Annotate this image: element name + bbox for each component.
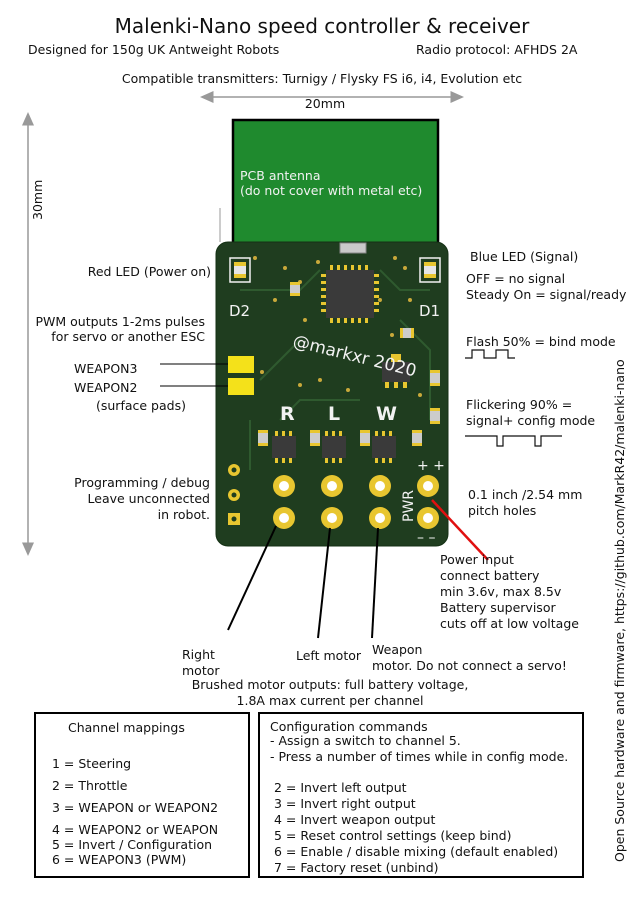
channel-mapping-item: 6 = WEAPON3 (PWM): [52, 852, 187, 867]
red-led-label: Red LED (Power on): [87, 264, 211, 279]
silk-l: L: [328, 403, 340, 425]
led-flicker-line1: Flickering 90% =: [466, 397, 573, 412]
side-note: Open Source hardware and firmware, https…: [612, 359, 627, 862]
channel-mapping-item: 5 = Invert / Configuration: [52, 837, 213, 852]
programming-label-line1: Programming / debug: [74, 475, 210, 490]
subtitle-right: Radio protocol: AFHDS 2A: [416, 42, 578, 57]
motor-driver-chips: [272, 431, 396, 463]
led-steady-state: Steady On = signal/ready: [466, 287, 627, 302]
config-command-item: 5 = Reset control settings (keep bind): [274, 828, 512, 843]
pitch-label-line2: pitch holes: [468, 503, 537, 518]
compatible-transmitters: Compatible transmitters: Turnigy / Flysk…: [121, 71, 523, 86]
config-command-item: 2 = Invert left output: [274, 780, 407, 795]
top-capacitor: [339, 242, 367, 254]
silk-w: W: [376, 403, 397, 425]
silk-plus: + +: [417, 458, 445, 474]
page-title: Malenki-Nano speed controller & receiver: [114, 14, 530, 38]
led-flicker-line2: signal+ config mode: [466, 413, 596, 428]
power-input-arrow: [431, 499, 489, 561]
antenna-label-line1: PCB antenna: [240, 168, 321, 183]
channel-mapping-item: 2 = Throttle: [52, 778, 128, 793]
config-commands-title: Configuration commands: [270, 719, 428, 734]
brushed-outputs-line1: Brushed motor outputs: full battery volt…: [191, 677, 469, 692]
pcb-antenna: [231, 118, 440, 246]
config-intro-line: - Assign a switch to channel 5.: [270, 733, 461, 748]
config-command-item: 3 = Invert right output: [274, 796, 416, 811]
power-label-line4: Battery supervisor: [440, 600, 556, 615]
channel-mapping-item: 4 = WEAPON2 or WEAPON: [52, 822, 219, 837]
power-label-line3: min 3.6v, max 8.5v: [440, 584, 562, 599]
weapon2-pad: [228, 378, 254, 395]
led-d1: [419, 257, 441, 283]
config-intro-line: - Press a number of times while in confi…: [270, 749, 569, 764]
silk-r: R: [280, 403, 295, 425]
power-label-line1: Power input: [440, 552, 514, 567]
height-dimension-label: 30mm: [30, 180, 45, 220]
motor-wires: [227, 525, 379, 639]
led-off-state: OFF = no signal: [466, 271, 566, 286]
right-motor-line2: motor: [182, 663, 220, 678]
channel-mapping-item: 3 = WEAPON or WEAPON2: [52, 800, 219, 815]
width-dimension-label: 20mm: [304, 96, 346, 111]
power-label-line5: cuts off at low voltage: [440, 616, 579, 631]
voltage-regulator: [382, 354, 410, 388]
weapon3-pad: [228, 356, 254, 373]
led-d2: [229, 257, 251, 283]
weapon3-label: WEAPON3: [74, 361, 138, 376]
config-command-item: 7 = Factory reset (unbind): [274, 860, 439, 875]
brushed-outputs-line2: 1.8A max current per channel: [236, 693, 424, 708]
channel-mappings-title: Channel mappings: [68, 720, 185, 735]
subtitle-left: Designed for 150g UK Antweight Robots: [28, 42, 280, 57]
programming-label-line2: Leave unconnected: [87, 491, 210, 506]
surface-pads-label: (surface pads): [96, 398, 186, 413]
power-label-line2: connect battery: [440, 568, 540, 583]
programming-pads: [228, 464, 240, 525]
config-command-item: 4 = Invert weapon output: [274, 812, 436, 827]
config-command-item: 6 = Enable / disable mixing (default ena…: [274, 844, 559, 859]
mcu-chip: [321, 265, 379, 323]
right-motor-line1: Right: [182, 647, 215, 662]
weapon2-label: WEAPON2: [74, 380, 138, 395]
silk-d1: D1: [419, 302, 440, 320]
programming-label-line3: in robot.: [157, 507, 210, 522]
leader-lines: [160, 363, 228, 387]
config-commands-box: Configuration commands - Assign a switch…: [258, 712, 584, 878]
pwm-label-line2: for servo or another ESC: [51, 329, 205, 344]
pwm-label-line1: PWM outputs 1-2ms pulses: [35, 314, 206, 329]
led-waveforms: [465, 349, 562, 447]
silk-pwr: PWR: [401, 490, 417, 522]
pcb-board: [215, 241, 449, 547]
flicker-waveform: [465, 435, 562, 447]
passive-components: [258, 282, 440, 446]
antenna-label-line2: (do not cover with metal etc): [240, 183, 422, 198]
flash-waveform: [465, 349, 515, 359]
channel-mapping-item: 1 = Steering: [52, 756, 132, 771]
weapon-motor-line2: motor. Do not connect a servo!: [372, 658, 567, 673]
weapon-motor-line1: Weapon: [372, 642, 423, 657]
led-flash-state: Flash 50% = bind mode: [466, 334, 616, 349]
left-motor-label: Left motor: [296, 648, 362, 663]
silk-minus: – –: [417, 530, 435, 546]
silk-d2: D2: [229, 302, 250, 320]
pitch-label-line1: 0.1 inch /2.54 mm: [468, 487, 583, 502]
pitch-holes: [273, 475, 439, 529]
channel-mappings-box: Channel mappings 1 = Steering 2 = Thrott…: [34, 712, 250, 878]
blue-led-label: Blue LED (Signal): [470, 249, 579, 264]
